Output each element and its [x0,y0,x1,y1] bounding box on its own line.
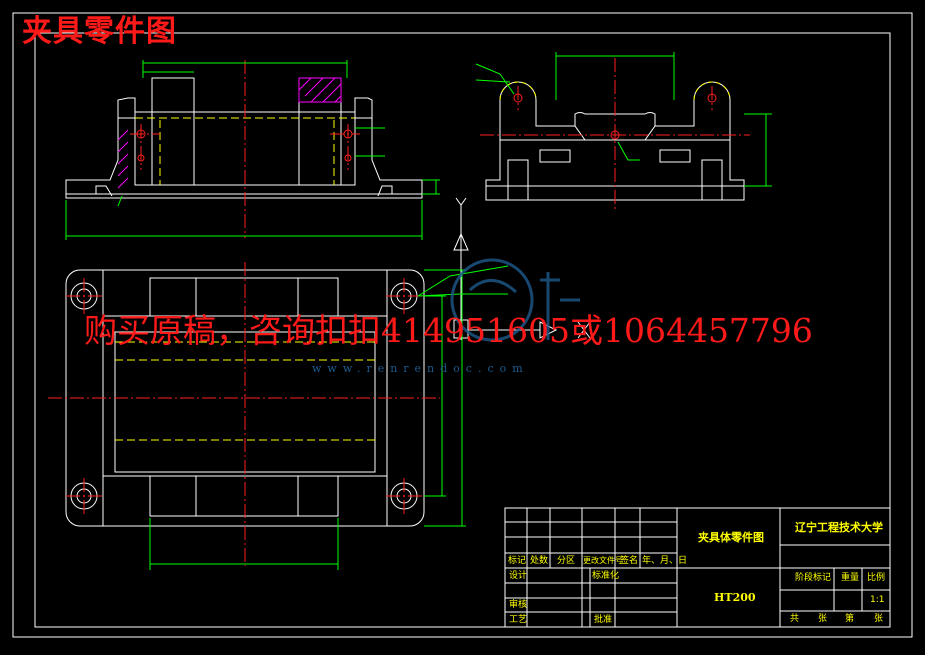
title-block-header-mark: 标记 [508,556,527,566]
title-block-header-change-doc: 更改文件号 [583,556,623,565]
title-block-process: 工艺 [509,615,528,625]
title-block-approve: 批准 [594,615,613,625]
title-block-sheet-total: 共 [790,614,800,624]
watermark-logo-icon [450,258,580,342]
drawing-header-title: 夹具零件图 [22,14,177,49]
title-block-sheet-unit-2: 张 [874,614,884,624]
title-block-header-zone: 分区 [557,556,576,566]
front-view-hatch [117,77,342,189]
title-block-stage: 阶段标记 [795,573,832,583]
title-block-scale-value: 1:1 [870,595,885,605]
front-view-center-lines [130,60,360,238]
title-block-header-signature: 签名 [620,556,639,566]
outer-border [12,12,913,638]
title-block-material: HT200 [714,591,756,604]
title-block-review: 审核 [509,600,528,610]
front-view-dimensions [65,60,440,240]
side-view-center-lines [480,58,750,210]
title-block-grid [504,507,891,628]
watermark-contact-text: 购买原稿，咨询扣扣414951605或1064457796 [84,311,813,350]
title-block-weight: 重量 [841,573,860,583]
title-block-design: 设计 [509,571,528,581]
title-block-header-date: 年、月、日 [642,556,688,566]
title-block-scale-label: 比例 [867,573,886,583]
side-view-dimensions [475,52,772,187]
title-block-header-count: 处数 [530,556,549,566]
top-view-dimensions [149,265,509,570]
title-block-standard: 标准化 [592,571,620,581]
title-block-sheet-current: 第 [845,614,855,624]
side-view-arcs [499,81,731,101]
title-block-school: 辽宁工程技术大学 [795,521,883,534]
front-view [65,77,423,199]
top-view-hidden-lines [115,341,375,441]
watermark-url: www.renrendoc.com [312,362,529,375]
top-view-center-lines [48,262,440,566]
title-block-drawing-name: 夹具体零件图 [698,531,764,544]
title-block-sheet-unit-1: 张 [818,614,828,624]
inner-border [34,32,891,628]
